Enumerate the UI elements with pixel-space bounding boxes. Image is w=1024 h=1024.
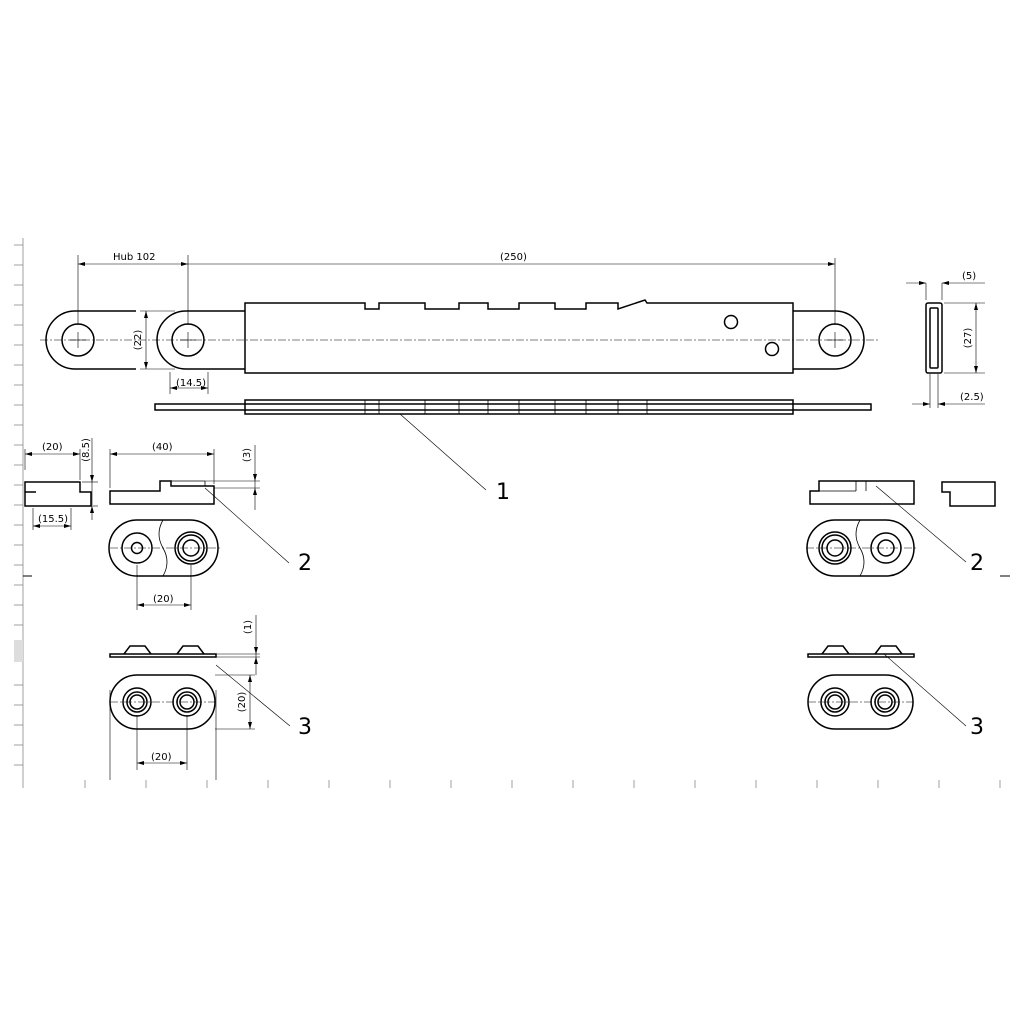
dim-eye-diameter: (22) [133,310,175,370]
dim-eye-offset-text: (14.5) [176,378,206,389]
bracket-right-top-view [806,519,916,577]
dim-plate-thickness-text: (1) [243,620,254,634]
callout-2-left-label: 2 [298,551,312,576]
callout-2-right: 2 [875,485,984,576]
dim-block-height-text: (8.5) [81,438,92,462]
dim-plate-width-text: (20) [237,692,248,713]
dim-overall-length: (250) [188,252,836,325]
callout-3-left-label: 3 [298,715,312,740]
dim-profile-height-text: (27) [963,328,974,349]
plate-left-side-view: (1) [109,615,260,675]
dim-stroke-length-text: Hub 102 [113,252,155,263]
dim-bracket-step-text: (3) [242,448,253,462]
dim-eye-offset: (14.5) [169,372,209,394]
slide-block-left: (20) (8.5) (15.5) [24,438,98,530]
callout-2-left: 2 [204,487,312,576]
profile-section: (5) (27) (2.5) [906,271,985,408]
callout-1: 1 [399,413,510,505]
dim-block-width-text: (20) [42,442,63,453]
dim-eye-diameter-text: (22) [133,330,144,351]
dim-plate-hole-pitch-text: (20) [151,752,172,763]
left-ruler [14,238,32,788]
dim-wall-thickness-text: (2.5) [960,392,984,403]
slide-block-right [941,481,996,507]
plate-right-side-view [807,645,915,658]
callout-3-right-label: 3 [970,715,984,740]
callout-3-left: 3 [215,664,312,740]
callout-3-right: 3 [883,653,984,740]
bracket-left-side-view: (40) (3) [109,442,260,510]
callout-2-right-label: 2 [970,551,984,576]
bottom-ruler [84,575,1010,788]
stay-arm-side-view [154,399,872,415]
callout-1-label: 1 [496,480,510,505]
plate-left-top-view: (20) (20) [109,674,255,780]
dim-overall-length-text: (250) [500,252,527,263]
bracket-right-side-view [809,480,915,505]
dim-block-base-text: (15.5) [38,514,68,525]
dim-profile-width-text: (5) [962,271,976,282]
bracket-left-top-view: (20) [108,519,220,610]
dim-stroke-length: Hub 102 [77,252,189,325]
dim-bracket-length-text: (40) [152,442,173,453]
dim-bracket-hole-pitch-text: (20) [153,594,174,605]
stay-arm-top-view [40,299,880,374]
plate-right-top-view [807,674,914,730]
